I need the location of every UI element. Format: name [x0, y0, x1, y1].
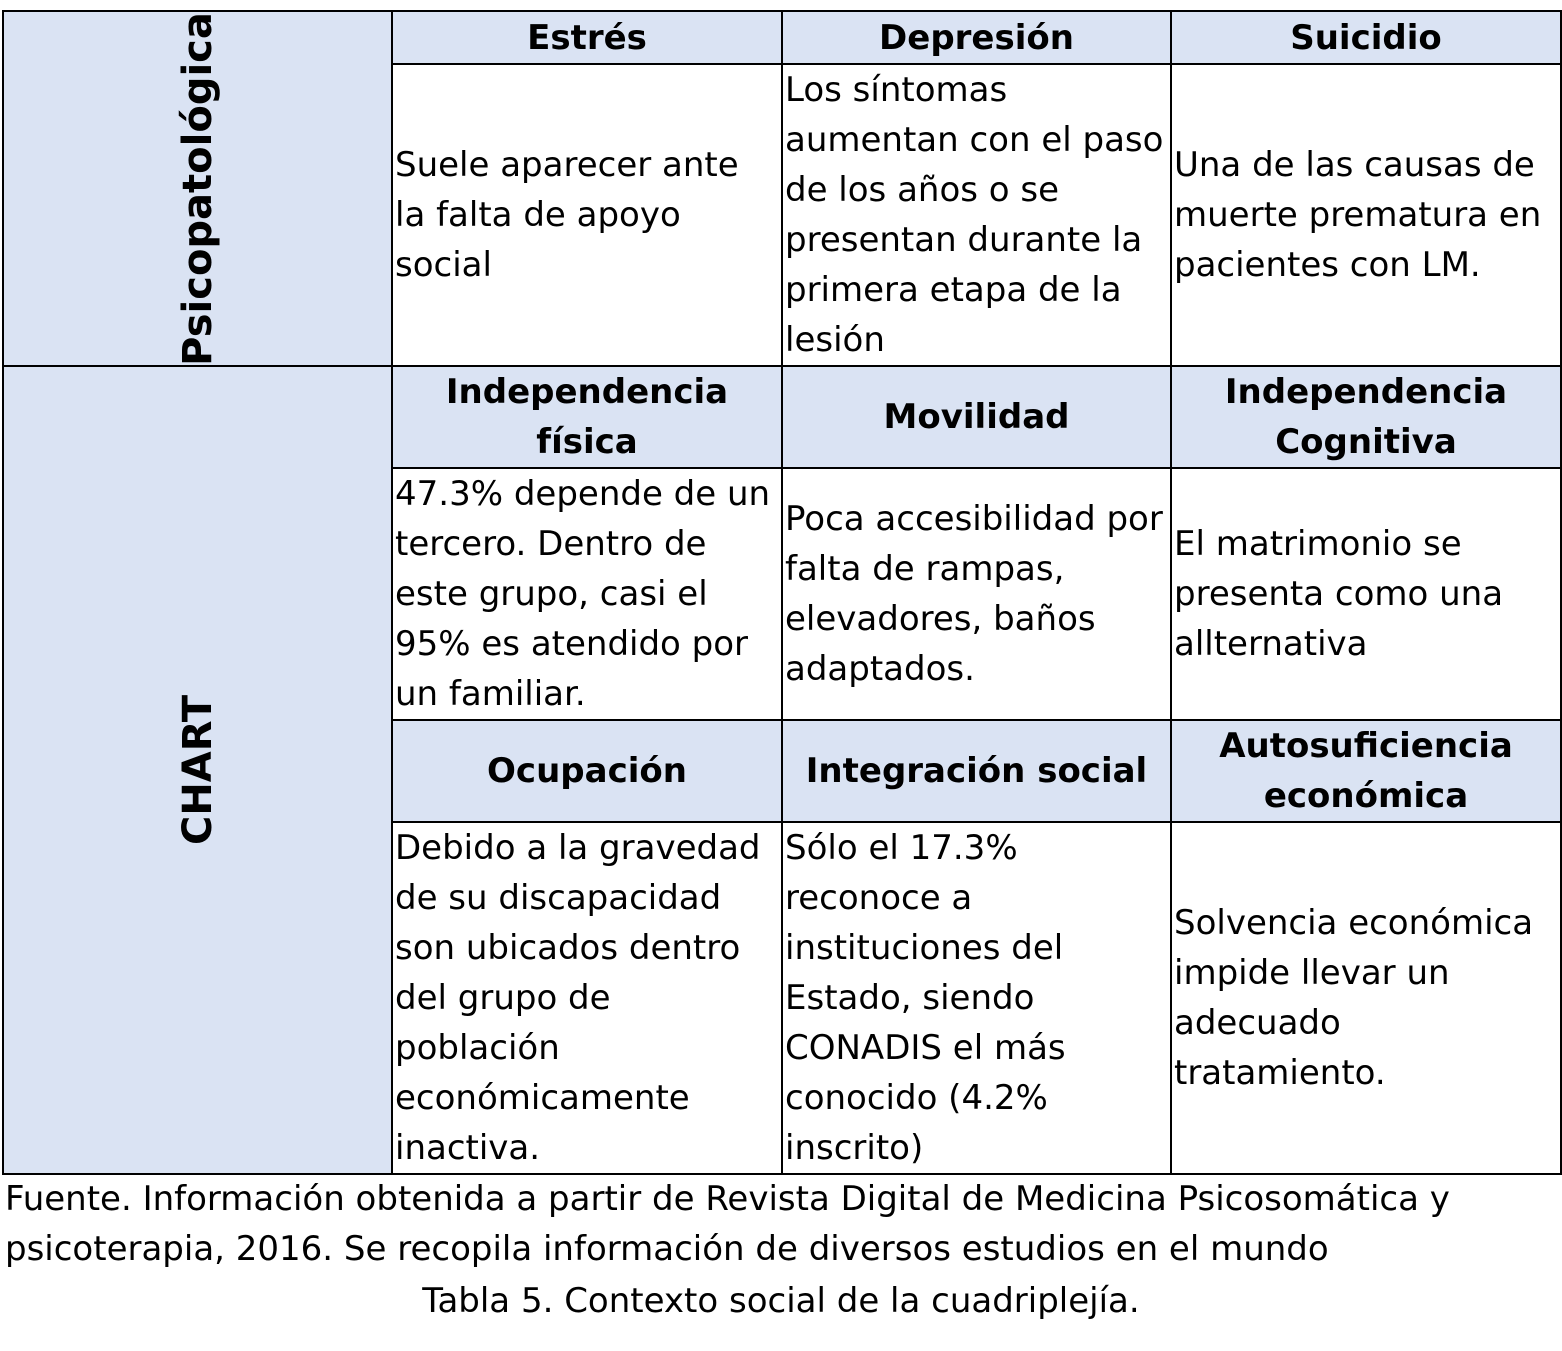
table-cell: Sólo el 17.3% reconoce a instituciones d…: [781, 821, 1172, 1175]
column-header: Ocupación: [391, 719, 783, 823]
column-header: Movilidad: [781, 365, 1172, 469]
table-cell: El matrimonio se presenta como una allte…: [1170, 467, 1562, 721]
column-header: Independencia física: [391, 365, 783, 469]
social-context-table: Psicopatológica Estrés Depresión Suicidi…: [2, 10, 1562, 1175]
table-row: CHART Independencia física Movilidad Ind…: [2, 365, 1562, 1175]
column-header: Estrés: [391, 10, 783, 65]
column-header: Integración social: [781, 719, 1172, 823]
table-cell: Solvencia económica impide llevar un ade…: [1170, 821, 1562, 1175]
section-label-cell: CHART: [2, 365, 393, 1175]
table-cell: Una de las causas de muerte prematura en…: [1170, 63, 1562, 367]
table-cell: 47.3% depende de un tercero. Dentro de e…: [391, 467, 783, 721]
column-header: Depresión: [781, 10, 1172, 65]
section-label: CHART: [174, 694, 221, 846]
section-label: Psicopatológica: [174, 11, 221, 366]
table-cell: Los síntomas aumentan con el paso de los…: [781, 63, 1172, 367]
column-header: Suicidio: [1170, 10, 1562, 65]
table-cell: Suele aparecer ante la falta de apoyo so…: [391, 63, 783, 367]
table-row: 47.3% depende de un tercero. Dentro de e…: [3, 467, 1562, 721]
column-header: Autosuficiencia económica: [1170, 719, 1562, 823]
table-row: Psicopatológica Estrés Depresión Suicidi…: [2, 10, 1562, 367]
table-cell: Debido a la gravedad de su discapacidad …: [391, 821, 783, 1175]
table-row: Debido a la gravedad de su discapacidad …: [3, 821, 1562, 1175]
column-header: Independencia Cognitiva: [1170, 365, 1562, 469]
table-cell: Poca accesibilidad por falta de rampas, …: [781, 467, 1172, 721]
source-note: Fuente. Información obtenida a partir de…: [5, 1179, 1450, 1269]
section-label-cell: Psicopatológica: [2, 10, 393, 367]
table-caption: Tabla 5. Contexto social de la cuadriple…: [422, 1281, 1140, 1321]
table-row: Ocupación Integración social Autosuficie…: [3, 719, 1562, 823]
table-row: Suele aparecer ante la falta de apoyo so…: [3, 63, 1562, 367]
